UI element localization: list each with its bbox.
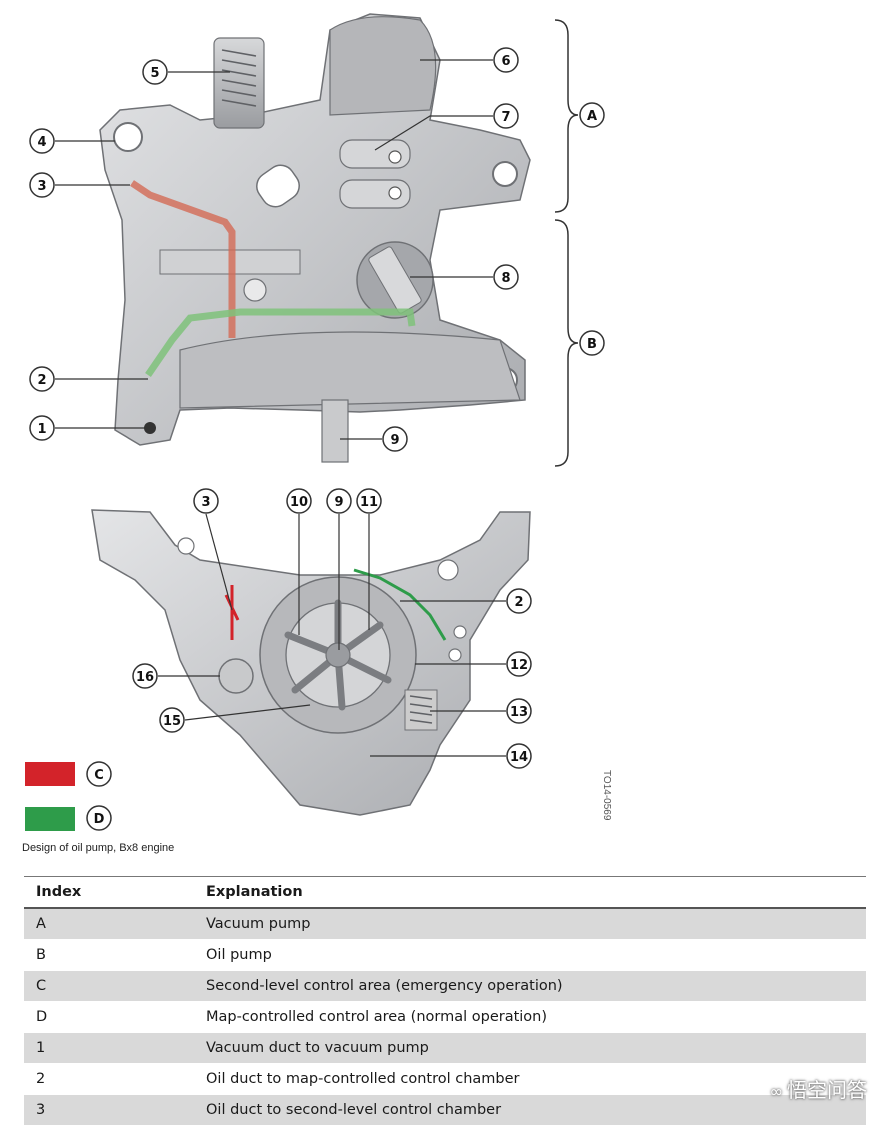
bracket-a: A — [554, 19, 605, 213]
cell-index: A — [24, 908, 206, 940]
figure-reference-code: TO14-0569 — [601, 770, 612, 821]
legend-swatch-c — [25, 762, 75, 786]
callout-4: 4 — [37, 135, 46, 150]
vacuum-duct-port-1 — [144, 422, 156, 434]
cell-explanation: Oil duct to second-level control chamber — [206, 1094, 866, 1126]
callout-b-16: 16 — [136, 670, 154, 685]
chat-bubbles-icon: ∞ — [769, 1082, 783, 1101]
mount-hole-4 — [113, 122, 143, 152]
callout-b-2: 2 — [514, 595, 523, 610]
callout-b-14: 14 — [510, 750, 528, 765]
clamp-bracket — [256, 164, 300, 208]
cell-explanation: Second-level control area (emergency ope… — [206, 970, 866, 1002]
watermark: ∞悟空问答 — [770, 1074, 867, 1103]
callout-b-12: 12 — [510, 658, 528, 673]
control-spring — [409, 695, 433, 724]
legend-label-c: C — [94, 768, 104, 783]
callout-b-15: 15 — [163, 714, 181, 729]
legend: C D — [25, 761, 112, 831]
index-table: Index Explanation A Vacuum pump B Oil pu… — [24, 876, 866, 1126]
callout-5: 5 — [150, 66, 159, 81]
vacuum-pump-dome — [329, 16, 437, 116]
cell-explanation: Oil pump — [206, 939, 866, 971]
pump-cross-section-drawing — [91, 509, 531, 816]
table-row: B Oil pump — [24, 939, 866, 971]
legend-label-d: D — [94, 812, 105, 827]
callout-8: 8 — [501, 271, 510, 286]
cell-index: C — [24, 970, 206, 1002]
pump-assembly-drawing — [99, 13, 531, 463]
cell-index: D — [24, 1001, 206, 1033]
drive-shaft — [321, 399, 349, 463]
bracket-label-a: A — [587, 109, 597, 124]
table-row: 3 Oil duct to second-level control chamb… — [24, 1094, 866, 1126]
table-row: 1 Vacuum duct to vacuum pump — [24, 1032, 866, 1064]
legend-swatch-d — [25, 807, 75, 831]
red-control-line — [224, 585, 240, 640]
cell-index: 1 — [24, 1032, 206, 1064]
mount-hole-right-upper — [492, 161, 518, 187]
callout-1: 1 — [37, 422, 46, 437]
table-row: 2 Oil duct to map-controlled control cha… — [24, 1063, 866, 1095]
table-header-row: Index Explanation — [24, 876, 866, 909]
callout-2: 2 — [37, 373, 46, 388]
table-row: D Map-controlled control area (normal op… — [24, 1001, 866, 1033]
red-oil-duct — [130, 180, 236, 338]
callout-b-9: 9 — [334, 495, 343, 510]
oil-pump-figure: A B 1 2 3 4 5 6 7 8 9 — [25, 13, 605, 831]
cell-index: B — [24, 939, 206, 971]
table-row: C Second-level control area (emergency o… — [24, 970, 866, 1002]
cell-explanation: Vacuum duct to vacuum pump — [206, 1032, 866, 1064]
green-control-line — [353, 568, 447, 641]
header-explanation: Explanation — [206, 876, 866, 909]
filter-16 — [218, 658, 254, 694]
bracket-b: B — [554, 219, 605, 467]
drive-shaft-center — [325, 642, 351, 668]
table-row: A Vacuum pump — [24, 908, 866, 940]
cell-index: 2 — [24, 1063, 206, 1095]
callout-b-10: 10 — [290, 495, 308, 510]
cell-index: 3 — [24, 1094, 206, 1126]
callout-b-11: 11 — [360, 495, 378, 510]
green-oil-duct — [145, 308, 416, 377]
bracket-label-b: B — [587, 337, 597, 352]
callout-6: 6 — [501, 54, 510, 69]
top-callouts: 1 2 3 4 5 6 7 8 9 — [29, 47, 519, 452]
header-index: Index — [24, 876, 206, 909]
callout-b-13: 13 — [510, 705, 528, 720]
cell-explanation: Vacuum pump — [206, 908, 866, 940]
watermark-text: 悟空问答 — [787, 1078, 867, 1102]
callout-b-3: 3 — [201, 495, 210, 510]
cell-explanation: Map-controlled control area (normal oper… — [206, 1001, 866, 1033]
callout-9: 9 — [390, 433, 399, 448]
spring-coils — [221, 49, 257, 107]
callout-3: 3 — [37, 179, 46, 194]
bottom-callouts: 3 10 9 11 2 12 13 14 15 16 — [132, 488, 532, 769]
figure-caption: Design of oil pump, Bx8 engine — [22, 842, 175, 854]
callout-7: 7 — [501, 110, 510, 125]
cell-explanation: Oil duct to map-controlled control chamb… — [206, 1063, 866, 1095]
